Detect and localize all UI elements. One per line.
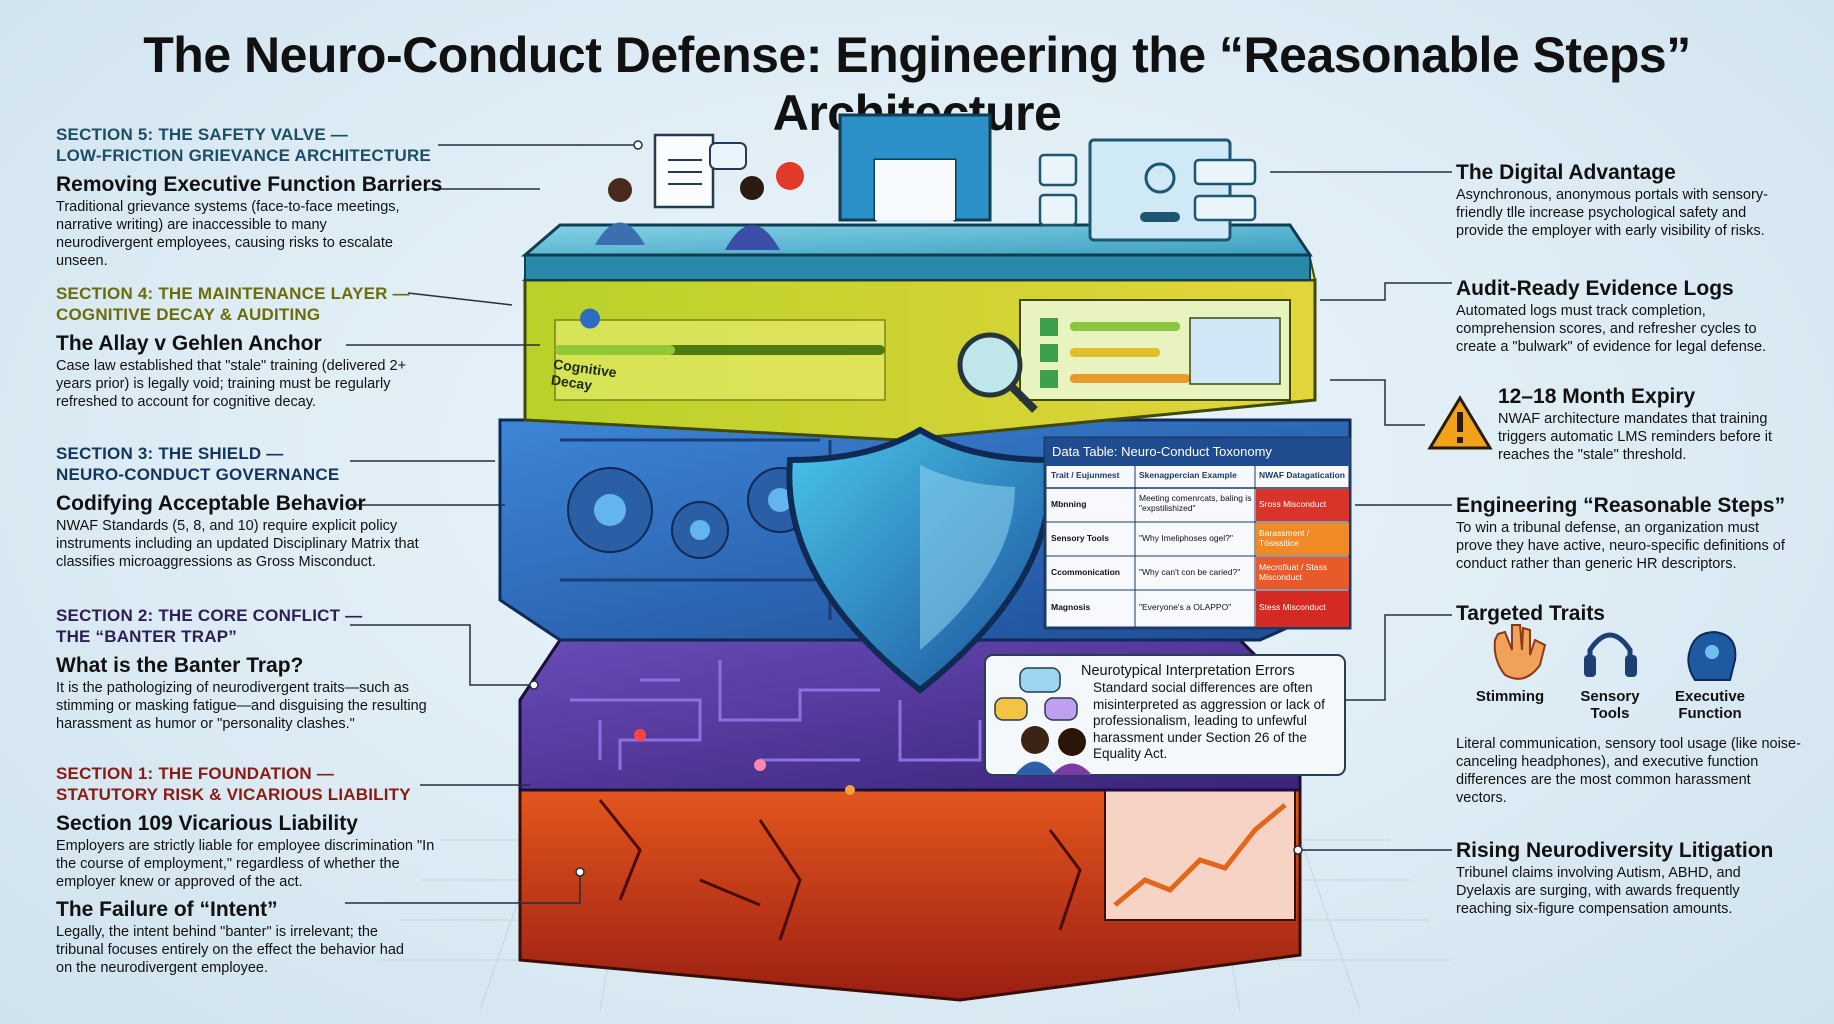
targeted-traits-text: Literal communication, sensory tool usag…	[1456, 736, 1801, 806]
section-1: SECTION 1: THE FOUNDATION — STATUTORY RI…	[56, 763, 456, 977]
section-4-text: Case law established that "stale" traini…	[56, 358, 407, 410]
callout-heading: Neurotypical Interpretation Errors	[1081, 663, 1295, 679]
table-cell-class: Sross Misconduct	[1259, 499, 1327, 509]
section-3-text: NWAF Standards (5, 8, and 10) require ex…	[56, 518, 419, 570]
table-cell-trait: Ccommonication	[1051, 567, 1120, 577]
digital-advantage: The Digital Advantage Asynchronous, anon…	[1456, 160, 1796, 240]
month-expiry: 12–18 Month Expiry NWAF architecture man…	[1498, 384, 1798, 464]
section-4-label: SECTION 4: THE MAINTENANCE LAYER — COGNI…	[56, 284, 410, 324]
rising-litigation: Rising Neurodiversity Litigation Tribune…	[1456, 838, 1796, 918]
audit-logs-heading: Audit-Ready Evidence Logs	[1456, 277, 1734, 300]
section-3: SECTION 3: THE SHIELD — NEURO-CONDUCT GO…	[56, 443, 446, 571]
reasonable-steps-heading: Engineering “Reasonable Steps”	[1456, 494, 1786, 517]
grievance-layer-top	[520, 113, 1313, 281]
section-2-heading: What is the Banter Trap?	[56, 654, 304, 677]
callout-body: Standard social differences are often mi…	[1093, 680, 1325, 761]
section-1-heading: Section 109 Vicarious Liability	[56, 812, 358, 835]
section-4: SECTION 4: THE MAINTENANCE LAYER — COGNI…	[56, 283, 446, 411]
shield-icon	[786, 426, 1054, 694]
foundation-layer-red	[518, 759, 1302, 1002]
table-cell-class: Barassment / Tösissitice	[1259, 528, 1310, 548]
headphones-icon	[1584, 632, 1637, 677]
document-icon	[653, 133, 715, 209]
hand-icon	[1493, 624, 1547, 680]
rising-litigation-text: Tribunel claims involving Autism, ABHD, …	[1456, 865, 1741, 917]
targeted-traits: Targeted Traits	[1456, 601, 1796, 627]
checklist-panel	[1019, 299, 1291, 401]
table-row: Magnosis "Everyone's a OLAPPO" Stess Mis…	[1047, 596, 1350, 624]
reasonable-steps-text: To win a tribunal defense, an organizati…	[1456, 520, 1785, 572]
table-row: Mbnning Meeting comenrcats, baling is "e…	[1047, 493, 1350, 521]
audit-logs: Audit-Ready Evidence Logs Automated logs…	[1456, 276, 1796, 356]
section-5: SECTION 5: THE SAFETY VALVE — LOW-FRICTI…	[56, 124, 446, 270]
table-row: Ccommonication "Why can't con be caried?…	[1047, 561, 1350, 589]
table-cell-class: Mecrofluat / Stass Misconduct	[1259, 562, 1328, 582]
section-1-text: Employers are strictly liable for employ…	[56, 838, 435, 890]
trait-executive-function: Executive Function	[1674, 688, 1746, 722]
callout-text: Neurotypical Interpretation Errors Stand…	[1081, 662, 1338, 763]
month-expiry-heading: 12–18 Month Expiry	[1498, 385, 1696, 408]
table-cell-example: "Everyone's a OLAPPO"	[1139, 602, 1232, 612]
section-2: SECTION 2: THE CORE CONFLICT — THE “BANT…	[56, 605, 446, 733]
warning-icon	[1427, 395, 1493, 450]
data-table-title: Data Table: Neuro-Conduct Toxonomy	[1052, 444, 1272, 459]
section-3-label: SECTION 3: THE SHIELD — NEURO-CONDUCT GO…	[56, 444, 340, 484]
maintenance-layer-yellow	[521, 257, 1317, 442]
table-cell-class: Stess Misconduct	[1259, 602, 1326, 612]
digital-advantage-heading: The Digital Advantage	[1456, 161, 1676, 184]
person-figures	[595, 176, 780, 250]
rising-litigation-heading: Rising Neurodiversity Litigation	[1456, 839, 1774, 862]
reasonable-steps: Engineering “Reasonable Steps” To win a …	[1456, 493, 1796, 573]
audit-logs-text: Automated logs must track completion, co…	[1456, 303, 1767, 355]
table-cell-example: "Why Imeliphoses ogel?"	[1139, 533, 1233, 543]
page-title: The Neuro-Conduct Defense: Engineering t…	[143, 27, 1691, 141]
brain-gear-icon	[1687, 630, 1737, 681]
data-table-panel	[1043, 436, 1352, 630]
table-row: Sensory Tools "Why Imeliphoses ogel?" Ba…	[1047, 527, 1350, 555]
section-5-text: Traditional grievance systems (face-to-f…	[56, 199, 400, 269]
digital-advantage-text: Asynchronous, anonymous portals with sen…	[1456, 187, 1768, 239]
table-cell-trait: Sensory Tools	[1051, 533, 1109, 543]
table-header-example: Skenagpercian Example	[1139, 470, 1237, 480]
section-1-heading-2: The Failure of “Intent”	[56, 898, 278, 921]
table-cell-trait: Mbnning	[1051, 499, 1087, 509]
table-cell-example: "Why can't con be caried?"	[1139, 567, 1241, 577]
section-1-text-2: Legally, the intent behind "banter" is i…	[56, 924, 404, 976]
trait-stimming: Stimming	[1475, 688, 1545, 705]
data-table: Data Table: Neuro-Conduct Toxonomy	[1052, 443, 1347, 461]
section-5-heading: Removing Executive Function Barriers	[56, 173, 443, 196]
section-2-label: SECTION 2: THE CORE CONFLICT — THE “BANT…	[56, 606, 363, 646]
table-cell-example: Meeting comenrcats, baling is "expstilis…	[1139, 493, 1252, 513]
trait-sensory-tools: Sensory Tools	[1580, 688, 1640, 722]
section-4-heading: The Allay v Gehlen Anchor	[56, 332, 322, 355]
targeted-traits-heading: Targeted Traits	[1456, 602, 1605, 625]
month-expiry-text: NWAF architecture mandates that training…	[1498, 411, 1772, 463]
table-cell-trait: Magnosis	[1051, 602, 1091, 612]
section-1-label: SECTION 1: THE FOUNDATION — STATUTORY RI…	[56, 764, 411, 804]
user-portal-window	[1088, 138, 1232, 242]
section-2-text: It is the pathologizing of neurodivergen…	[56, 680, 427, 732]
section-3-heading: Codifying Acceptable Behavior	[56, 492, 366, 515]
table-header-trait: Trait / Eujunmest	[1051, 470, 1120, 480]
callout-panel	[984, 654, 1346, 776]
table-header-class: NWAF Datagatication	[1259, 470, 1345, 480]
section-5-label: SECTION 5: THE SAFETY VALVE — LOW-FRICTI…	[56, 125, 431, 165]
